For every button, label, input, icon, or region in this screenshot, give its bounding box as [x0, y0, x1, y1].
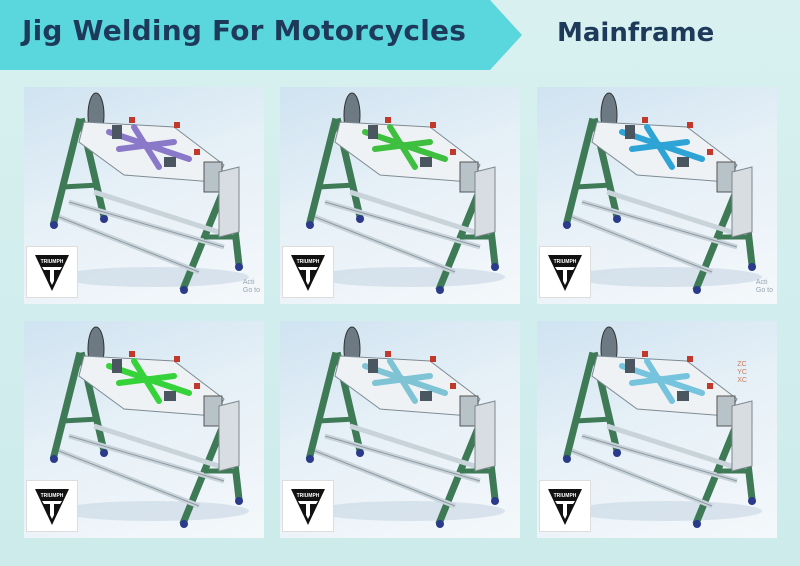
triumph-logo: TRIUMPH	[282, 480, 334, 532]
triumph-logo: TRIUMPH	[282, 246, 334, 298]
triumph-logo: TRIUMPH	[539, 246, 591, 298]
svg-text:TRIUMPH: TRIUMPH	[554, 259, 577, 265]
page-title: Jig Welding For Motorcycles	[22, 14, 467, 47]
triumph-logo: TRIUMPH	[26, 246, 78, 298]
triumph-logo: TRIUMPH	[26, 480, 78, 532]
svg-text:TRIUMPH: TRIUMPH	[297, 493, 320, 499]
svg-text:TRIUMPH: TRIUMPH	[554, 493, 577, 499]
page-subtitle: Mainframe	[557, 18, 715, 48]
jig-image-4: TRIUMPH	[24, 321, 264, 538]
title-banner-arrow	[490, 0, 522, 70]
svg-text:TRIUMPH: TRIUMPH	[41, 259, 64, 265]
jig-image-5: TRIUMPH	[280, 321, 520, 538]
triumph-logo: TRIUMPH	[539, 480, 591, 532]
svg-text:TRIUMPH: TRIUMPH	[41, 493, 64, 499]
title-banner	[0, 0, 490, 70]
svg-text:TRIUMPH: TRIUMPH	[297, 259, 320, 265]
jig-image-2: TRIUMPH	[280, 87, 520, 304]
